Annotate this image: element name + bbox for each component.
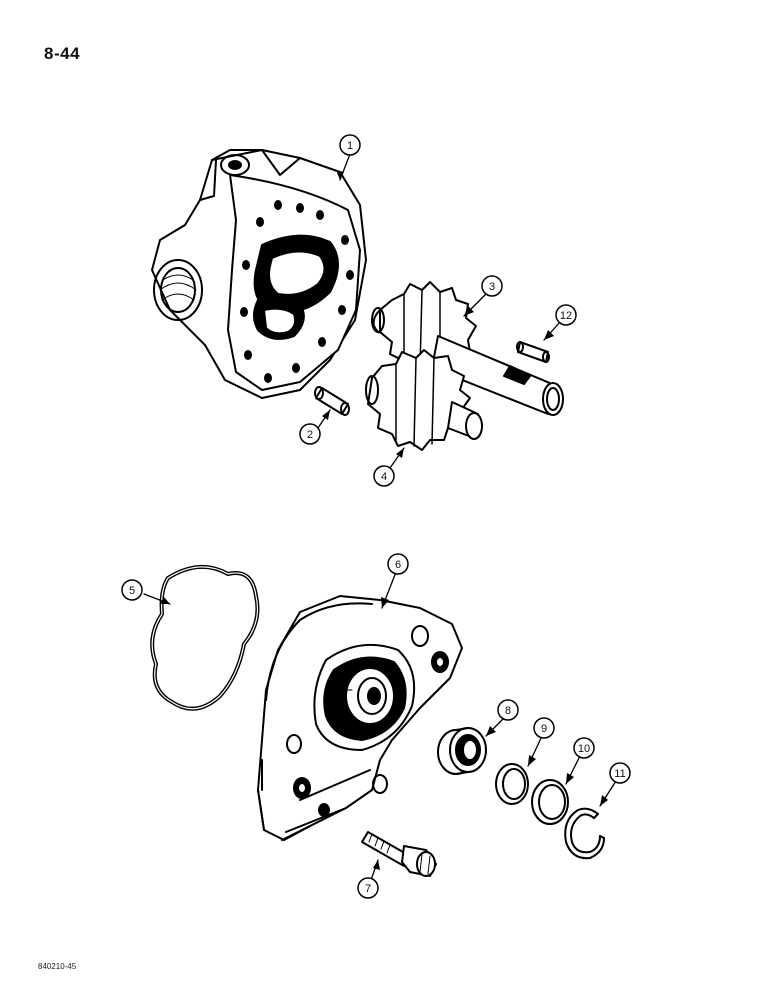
dowel-pin-part — [314, 386, 350, 416]
callout-5: 5 — [121, 579, 143, 601]
end-cover-part — [257, 595, 463, 841]
callout-2-label: 2 — [307, 429, 313, 441]
callout-11: 11 — [609, 762, 631, 784]
callout-1: 1 — [339, 134, 361, 156]
washer-part — [495, 763, 529, 805]
callout-1-label: 1 — [347, 140, 353, 152]
callout-10: 10 — [573, 737, 595, 759]
snap-ring-part — [564, 807, 605, 860]
figure-code: 840210-45 — [38, 962, 77, 971]
callout-11-label: 11 — [614, 768, 625, 780]
callout-9: 9 — [533, 717, 555, 739]
callout-12: 12 — [555, 304, 577, 326]
leader-arrowheads — [160, 170, 608, 870]
callout-4-label: 4 — [381, 471, 387, 483]
callout-7-label: 7 — [365, 883, 371, 895]
shaft-key-part — [516, 341, 550, 363]
gasket-part — [150, 564, 260, 711]
callout-5-label: 5 — [129, 585, 135, 597]
callout-8: 8 — [497, 699, 519, 721]
driven-gear-part — [365, 349, 483, 451]
callout-6: 6 — [387, 553, 409, 575]
callout-2: 2 — [299, 423, 321, 445]
callout-8-label: 8 — [505, 705, 511, 717]
callout-6-label: 6 — [395, 559, 401, 571]
callout-3-label: 3 — [489, 281, 495, 293]
callout-9-label: 9 — [541, 723, 547, 735]
callout-3: 3 — [481, 275, 503, 297]
shaft-seal-part — [437, 727, 487, 775]
cap-screw-part — [361, 831, 437, 877]
pump-body-part — [151, 149, 367, 399]
callout-7: 7 — [357, 877, 379, 899]
shim-part — [531, 779, 569, 825]
page-number: 8-44 — [44, 44, 81, 63]
callout-10-label: 10 — [578, 743, 590, 755]
callout-12-label: 12 — [560, 310, 572, 322]
callout-4: 4 — [373, 465, 395, 487]
